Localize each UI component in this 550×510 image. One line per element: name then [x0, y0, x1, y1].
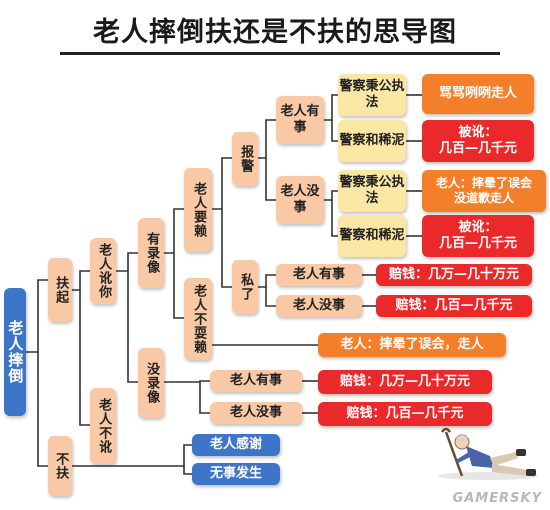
node-norec-elderly-fine: 老人没事	[210, 402, 302, 424]
outcome-elderly-thanks: 老人感谢	[192, 434, 280, 456]
node-not-help: 不扶	[48, 436, 72, 496]
outcome-extorted-hundreds-1: 被讹： 几百—几千元	[422, 120, 534, 162]
node-private-elderly-fine: 老人没事	[276, 295, 362, 317]
fallen-elderly-person-icon	[438, 427, 538, 480]
node-elderly-not-extort: 老人不讹	[90, 388, 116, 464]
node-call-police: 报警	[232, 132, 258, 186]
outcome-extorted-hundreds-2: 被讹： 几百—几千元	[422, 215, 534, 257]
diagram-title: 老人摔倒扶还是不扶的思导图	[93, 17, 457, 48]
node-police-muddle-1: 警察和稀泥	[338, 120, 406, 162]
node-police-elderly-injured: 老人有事	[276, 96, 324, 144]
outcome-pay-hundreds-1: 赔钱：几百—几千元	[376, 295, 532, 317]
node-has-recording: 有录像	[138, 218, 164, 288]
node-elderly-rogue: 老人要赖	[184, 168, 212, 252]
node-norec-elderly-injured: 老人有事	[210, 370, 302, 392]
node-root-elderly-fall: 老人摔倒	[4, 288, 26, 416]
watermark: GAMERSKY	[452, 491, 542, 506]
outcome-pay-tens-of-thousands-1: 赔钱：几万—几十万元	[376, 264, 532, 286]
node-elderly-not-rogue: 老人不耍赖	[184, 278, 212, 360]
title-underline	[60, 52, 500, 55]
outcome-pay-hundreds-2: 赔钱：几百—几千元	[318, 402, 492, 426]
node-police-fair-1: 警察秉公执法	[338, 74, 406, 116]
node-elderly-extorts: 老人讹你	[90, 238, 116, 304]
node-private-elderly-injured: 老人有事	[276, 264, 362, 286]
node-police-elderly-fine: 老人没事	[276, 176, 324, 224]
node-help-up: 扶起	[48, 258, 72, 322]
node-no-recording: 没录像	[138, 348, 164, 418]
outcome-fainted-and-leave: 老人：摔晕了误会，走人	[318, 333, 506, 357]
outcome-pay-tens-of-thousands-2: 赔钱：几万—几十万元	[318, 370, 492, 394]
node-police-fair-2: 警察秉公执法	[338, 170, 406, 212]
outcome-curse-and-leave: 骂骂咧咧走人	[422, 74, 534, 114]
node-police-muddle-2: 警察和稀泥	[338, 215, 406, 257]
outcome-fainted-no-apology: 老人：摔晕了误会 没道歉走人	[422, 170, 546, 212]
outcome-nothing-happens: 无事发生	[192, 463, 280, 485]
node-settle-privately: 私了	[232, 260, 258, 314]
